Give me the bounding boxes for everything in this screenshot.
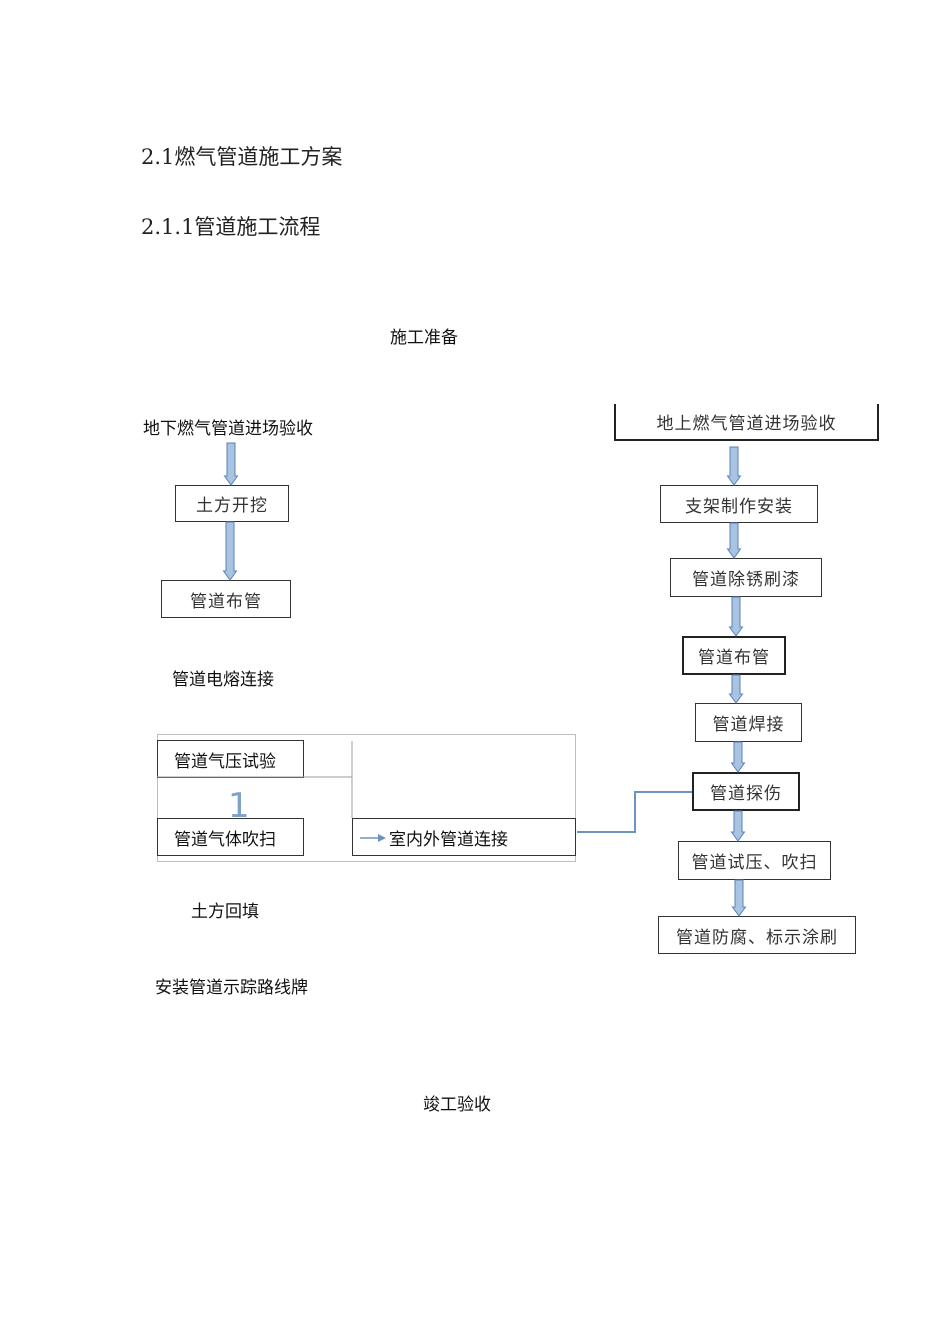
aboveground-laying-box: 管道布管 — [682, 636, 786, 675]
down-arrow-1 — [223, 442, 239, 486]
connector-arrowhead — [378, 834, 386, 842]
excavation-box: 土方开挖 — [175, 485, 289, 522]
support-box: 支架制作安装 — [660, 485, 818, 523]
section-heading: 2.1燃气管道施工方案 — [141, 145, 343, 169]
underground-title: 地下燃气管道进场验收 — [143, 419, 313, 439]
end-node: 竣工验收 — [423, 1095, 491, 1115]
backfill-step: 土方回填 — [191, 902, 259, 922]
down-arrow-7 — [730, 741, 746, 773]
down-arrow-4 — [726, 522, 742, 559]
rust-paint-box: 管道除锈刷漆 — [670, 558, 822, 597]
purge-box: 管道气体吹扫 — [157, 818, 304, 856]
anticorrosion-box: 管道防腐、标示涂刷 — [658, 916, 856, 954]
connector-line — [577, 791, 692, 833]
indoor-connection-box: 室内外管道连接 — [352, 818, 576, 856]
route-sign-step: 安装管道示踪路线牌 — [155, 978, 308, 998]
down-arrow-5 — [728, 596, 744, 637]
welding-box: 管道焊接 — [695, 703, 802, 742]
start-node: 施工准备 — [390, 328, 458, 348]
down-arrow-8 — [730, 810, 746, 842]
marker-glyph: 1 — [228, 786, 250, 826]
subsection-heading: 2.1.1管道施工流程 — [141, 215, 321, 239]
fusion-step: 管道电熔连接 — [172, 670, 274, 690]
pressure-test-box: 管道气压试验 — [157, 740, 304, 778]
down-arrow-6 — [728, 674, 744, 704]
test-group-frame — [157, 734, 576, 862]
down-arrow-3 — [726, 446, 742, 486]
inspection-box: 管道探伤 — [692, 772, 800, 811]
pressure-purge-box: 管道试压、吹扫 — [678, 841, 831, 880]
down-arrow-2 — [222, 521, 238, 581]
underground-laying-box: 管道布管 — [161, 580, 291, 618]
aboveground-title-box: 地上燃气管道进场验收 — [614, 404, 879, 441]
down-arrow-9 — [731, 879, 747, 917]
